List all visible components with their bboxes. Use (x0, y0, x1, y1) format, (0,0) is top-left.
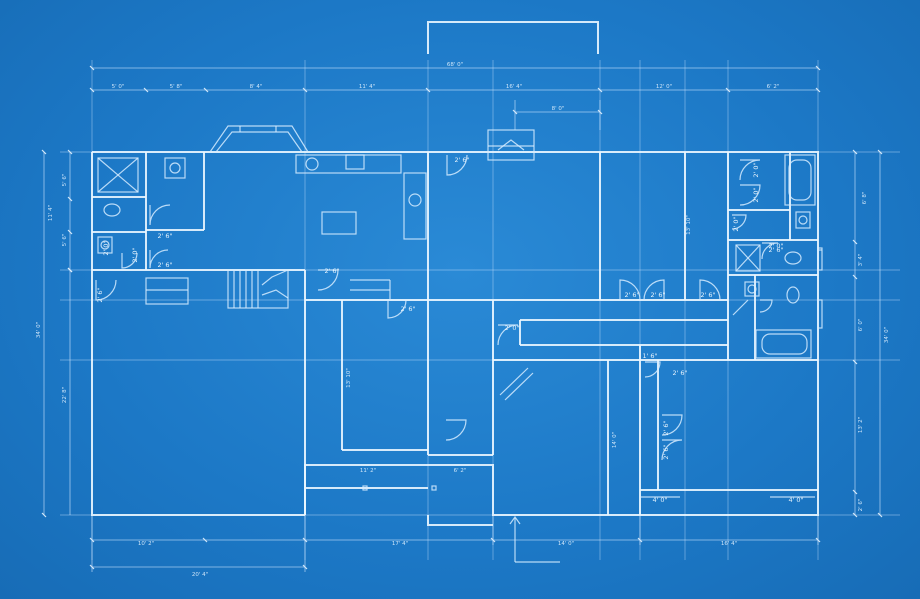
door-label: 2' 0" (752, 162, 760, 177)
staircase (227, 269, 289, 309)
door-label: 2' 6" (650, 291, 665, 299)
door-label: 2' 0" (752, 187, 760, 202)
door-label: 2' 6" (768, 246, 783, 254)
right-dimensions: 34' 0" 6' 8" 3' 4" 6' 0" 13' 2" 2' 6" (852, 149, 890, 518)
right-inner-2: 3' 4" (858, 254, 864, 267)
top-dimensions: 68' 0" 5' 0" 5' 8" 8' 4" 11' 4" 16' 4" 1… (89, 62, 821, 130)
interior-right-dim: 6' 2" (454, 468, 467, 474)
top-sub-dimension: 8' 0" (552, 106, 565, 112)
bottom-total: 20' 4" (192, 572, 208, 578)
door-label: 2' 6" (662, 420, 670, 435)
left-outer-label: 34' 0" (36, 322, 42, 338)
right-inner-5: 2' 6" (858, 499, 864, 512)
room-dim-2: 13' 10" (686, 215, 692, 235)
left-lower-label: 22' 8" (62, 387, 68, 403)
door-labels: 2' 6" 2' 6" 2' 6" 2' 6" 2' 6" 2' 6" 2' 6… (96, 156, 815, 504)
right-inner-3: 6' 0" (858, 319, 864, 332)
interior-left-dim: 11' 2" (360, 468, 376, 474)
door-label: 2' 6" (157, 232, 172, 240)
room-dim-3: 14' 0" (612, 432, 618, 448)
bottom-segment-3: 14' 0" (558, 541, 574, 547)
door-label: 2' 0" (131, 247, 139, 262)
top-segment-1: 5' 0" (112, 84, 125, 90)
door-label: 2' 6" (400, 305, 415, 313)
door-label: 2' 6" (157, 261, 172, 269)
door-label: 2' 0" (768, 242, 783, 250)
door-label: 4' 0" (652, 496, 667, 504)
door-label: 2' 0" (504, 324, 519, 332)
top-segment-6: 12' 0" (656, 84, 672, 90)
left-upper-1: 5' 6" (62, 174, 68, 187)
top-segment-7: 6' 2" (767, 84, 780, 90)
room-dimensions: 13' 10" 13' 10" 14' 0" 11' 2" 6' 2" (346, 215, 692, 491)
title-block (427, 21, 599, 54)
bottom-segment-2: 17' 4" (392, 541, 408, 547)
door-label: 2' 6" (454, 156, 469, 164)
overall-width-label: 68' 0" (447, 62, 463, 68)
left-dimensions: 34' 0" 22' 8" 5' 6" 11' 4" 5' 6" (36, 149, 73, 518)
right-inner-4: 13' 2" (858, 417, 864, 433)
door-label: 4' 0" (788, 496, 803, 504)
top-segment-3: 8' 4" (250, 84, 263, 90)
bottom-segment-4: 16' 4" (721, 541, 737, 547)
door-label: 2' 6" (96, 287, 104, 302)
room-dim-1: 13' 10" (346, 368, 352, 388)
left-upper-2: 11' 4" (48, 205, 54, 221)
door-label: 1' 6" (642, 352, 657, 360)
door-label: 2' 6" (662, 444, 670, 459)
right-outer-label: 34' 0" (884, 327, 890, 343)
door-label: 2' 0" (732, 216, 740, 231)
top-segment-4: 11' 4" (359, 84, 375, 90)
right-inner-1: 6' 8" (862, 192, 868, 205)
top-segment-2: 5' 8" (170, 84, 183, 90)
door-swings (95, 154, 779, 461)
bottom-segment-1: 10' 2" (138, 541, 154, 547)
door-label: 2' 6" (324, 267, 339, 275)
door-label: 2' 0" (102, 240, 110, 255)
bottom-dimensions: 10' 2" 17' 4" 14' 0" 16' 4" 20' 4" (89, 515, 821, 578)
construction-lines (60, 60, 900, 560)
left-upper-3: 5' 6" (62, 234, 68, 247)
door-label: 2' 6" (672, 369, 687, 377)
door-label: 2' 6" (700, 291, 715, 299)
interior-walls (92, 125, 823, 515)
door-label: 2' 6" (624, 291, 639, 299)
top-segment-5: 16' 4" (506, 84, 522, 90)
